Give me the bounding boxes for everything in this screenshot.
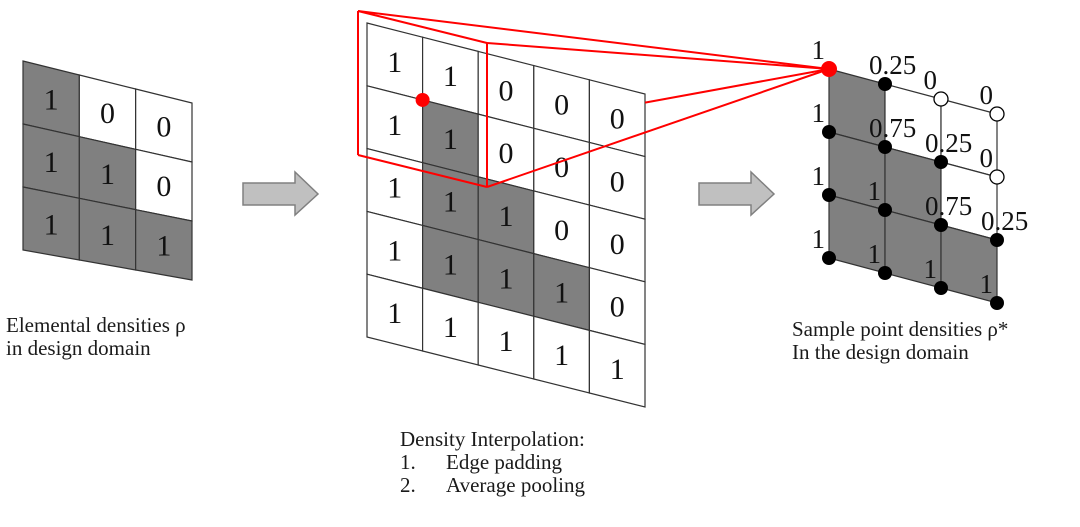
- left-caption: Elemental densities ρ in design domain: [6, 314, 186, 360]
- sample-point-value: 1: [868, 176, 882, 206]
- cell-value: 1: [44, 208, 59, 241]
- sample-point-solid: [878, 203, 892, 217]
- right-caption: Sample point densities ρ* In the design …: [792, 318, 1008, 364]
- left-caption-line-1: Elemental densities ρ: [6, 313, 186, 337]
- sample-point-value: 0.25: [981, 206, 1028, 236]
- cell-value: 0: [610, 103, 625, 136]
- frustum-ray: [644, 68, 830, 104]
- cell-value: 0: [554, 214, 569, 247]
- sample-point-solid: [822, 251, 836, 265]
- step-item: 1. Edge padding: [400, 451, 585, 474]
- cell-value: 1: [44, 84, 59, 117]
- frustum-ray: [486, 68, 830, 188]
- sample-point-solid: [878, 140, 892, 154]
- sample-point-value: 1: [812, 161, 826, 191]
- sample-point-value: 0.75: [869, 113, 916, 143]
- sample-point-value: 1: [868, 239, 882, 269]
- sample-point-value: 1: [812, 98, 826, 128]
- sample-point-solid: [878, 266, 892, 280]
- frustum-ray: [486, 42, 830, 70]
- cell-value: 0: [100, 97, 115, 130]
- middle-caption-title: Density Interpolation:: [400, 427, 585, 451]
- cell-value: 0: [499, 137, 514, 170]
- process-arrows: [242, 170, 776, 217]
- cell-value: 1: [387, 46, 402, 79]
- cell-value: 1: [44, 146, 59, 179]
- cell-value: 0: [554, 151, 569, 184]
- right-grid-sample-points: 1 0.25 0 0 1 0.75 0.25 0 1 1 0.75 0.25 1 1 1 1: [812, 35, 1028, 310]
- cell-value: 1: [387, 109, 402, 142]
- sample-point-solid: [934, 281, 948, 295]
- cell-value: 1: [387, 297, 402, 330]
- sample-point-value: 0: [980, 143, 994, 173]
- cell-value: 0: [156, 110, 171, 143]
- left-grid-elemental-densities: 1 0 0 1 1 0 1 1 1: [22, 60, 193, 281]
- sample-point-solid: [934, 218, 948, 232]
- cell-value: 1: [554, 277, 569, 310]
- sample-point-value: 1: [924, 254, 938, 284]
- sample-point-value: 1: [812, 224, 826, 254]
- pooling-window-frustum: [357, 10, 830, 188]
- grid-cell-filled: [135, 208, 193, 281]
- sample-point-open: [933, 91, 949, 107]
- cell-value: 1: [100, 219, 115, 252]
- sample-point-open: [989, 169, 1005, 185]
- cell-value: 1: [156, 230, 171, 263]
- sample-point-value: 0: [980, 80, 994, 110]
- cell-value: 1: [554, 339, 569, 372]
- cell-value: 1: [100, 158, 115, 191]
- cell-value: 1: [443, 123, 458, 156]
- sample-point-value: 0.25: [869, 50, 916, 80]
- frustum-edge: [357, 154, 488, 188]
- right-caption-line-1: Sample point densities ρ*: [792, 317, 1009, 341]
- frustum-edge: [357, 10, 488, 44]
- sample-point-solid: [934, 155, 948, 169]
- grid-cell-empty: [588, 329, 646, 408]
- cell-value: 0: [610, 165, 625, 198]
- sample-point-solid: [990, 296, 1004, 310]
- cell-value: 1: [499, 325, 514, 358]
- middle-caption: Density Interpolation: 1. Edge padding 2.…: [400, 428, 585, 497]
- pooling-center-point: [415, 92, 430, 107]
- arrow-to-interpolation-icon: [242, 170, 320, 217]
- sample-point-value: 0.25: [925, 128, 972, 158]
- cell-value: 1: [443, 60, 458, 93]
- sample-point-highlight: [821, 61, 837, 77]
- sample-point-value: 1: [812, 35, 826, 65]
- sample-point-value: 0: [924, 65, 938, 95]
- sample-point-solid: [878, 77, 892, 91]
- cell-value: 1: [499, 262, 514, 295]
- step-label: Edge padding: [446, 450, 563, 474]
- middle-grid-padded-densities: 1 1 0 0 0 1 1 0 0 0 1 1 1 0 0 1 1 1 1 0 1 1 1 1 1: [366, 22, 646, 408]
- step-item: 2. Average pooling: [400, 474, 585, 497]
- cell-value: 0: [610, 291, 625, 324]
- cell-value: 1: [610, 353, 625, 386]
- cell-value: 1: [499, 200, 514, 233]
- cell-value: 1: [443, 186, 458, 219]
- cell-value: 0: [610, 228, 625, 261]
- sample-point-value: 0.75: [925, 191, 972, 221]
- cell-value: 1: [443, 311, 458, 344]
- cell-value: 1: [387, 234, 402, 267]
- frustum-ray: [357, 10, 830, 70]
- cell-value: 1: [443, 248, 458, 281]
- cell-value: 0: [554, 89, 569, 122]
- step-number: 1.: [400, 450, 416, 474]
- left-caption-line-2: in design domain: [6, 336, 151, 360]
- sample-point-solid: [990, 233, 1004, 247]
- sample-point-value: 1: [980, 269, 994, 299]
- step-label: Average pooling: [446, 473, 585, 497]
- right-caption-line-2: In the design domain: [792, 340, 969, 364]
- sample-point-open: [989, 106, 1005, 122]
- arrow-to-sample-points-icon: [698, 170, 776, 217]
- step-number: 2.: [400, 473, 416, 497]
- cell-value: 0: [156, 170, 171, 203]
- cell-value: 0: [499, 74, 514, 107]
- cell-value: 1: [387, 172, 402, 205]
- sample-point-solid: [822, 188, 836, 202]
- sample-point-solid: [822, 125, 836, 139]
